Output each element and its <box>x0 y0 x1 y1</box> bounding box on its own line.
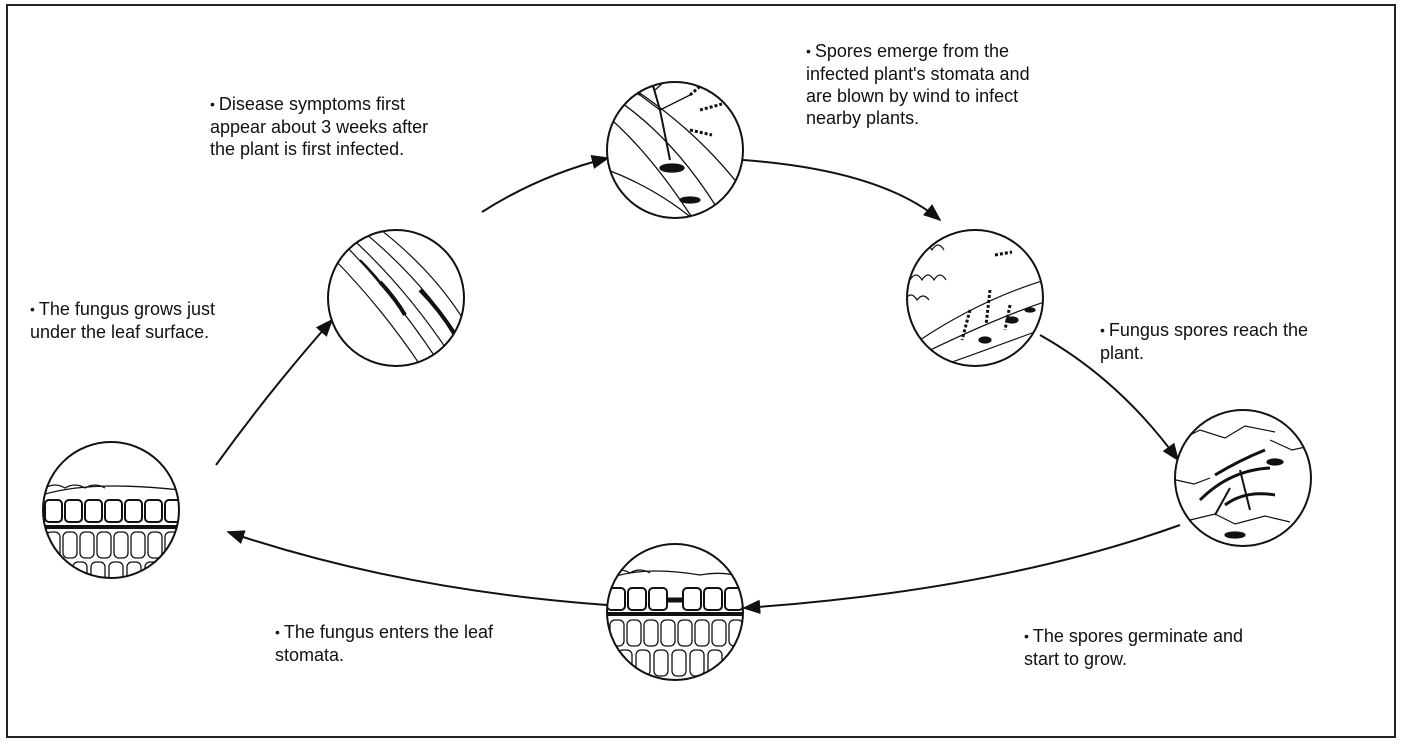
bullet-icon: • <box>275 624 280 640</box>
bullet-icon: • <box>30 301 35 317</box>
stage-label-symptoms-appear: •Disease symptoms first appear about 3 w… <box>210 93 510 160</box>
cycle-arrow-top-to-right <box>743 160 940 220</box>
stage-label-spores-emerge: •Spores emerge from the infected plant's… <box>806 40 1106 129</box>
germination-illustration <box>1175 410 1311 546</box>
leaf-vein-illustration <box>328 218 475 380</box>
stage-label-grows-under-surface: •The fungus grows just under the leaf su… <box>30 298 300 343</box>
leaf-cross-section-illustration <box>42 442 182 584</box>
leaf-cross-section-stoma-illustration <box>605 544 745 680</box>
spore-cluster-illustration <box>600 56 750 230</box>
cycle-arrow-topleft-to-top <box>482 158 608 212</box>
bullet-icon: • <box>1100 322 1105 338</box>
bullet-icon: • <box>1024 628 1029 644</box>
stage-label-germinate: •The spores germinate and start to grow. <box>1024 625 1324 670</box>
stage-label-spores-reach: •Fungus spores reach the plant. <box>1100 319 1390 364</box>
bullet-icon: • <box>210 96 215 112</box>
cycle-arrow-farright-to-bottom <box>744 525 1180 608</box>
spore-landing-illustration <box>905 230 1050 370</box>
bullet-icon: • <box>806 43 811 59</box>
stage-label-enters-stomata: •The fungus enters the leaf stomata. <box>275 621 575 666</box>
cycle-arrow-bottom-to-left <box>228 532 607 605</box>
